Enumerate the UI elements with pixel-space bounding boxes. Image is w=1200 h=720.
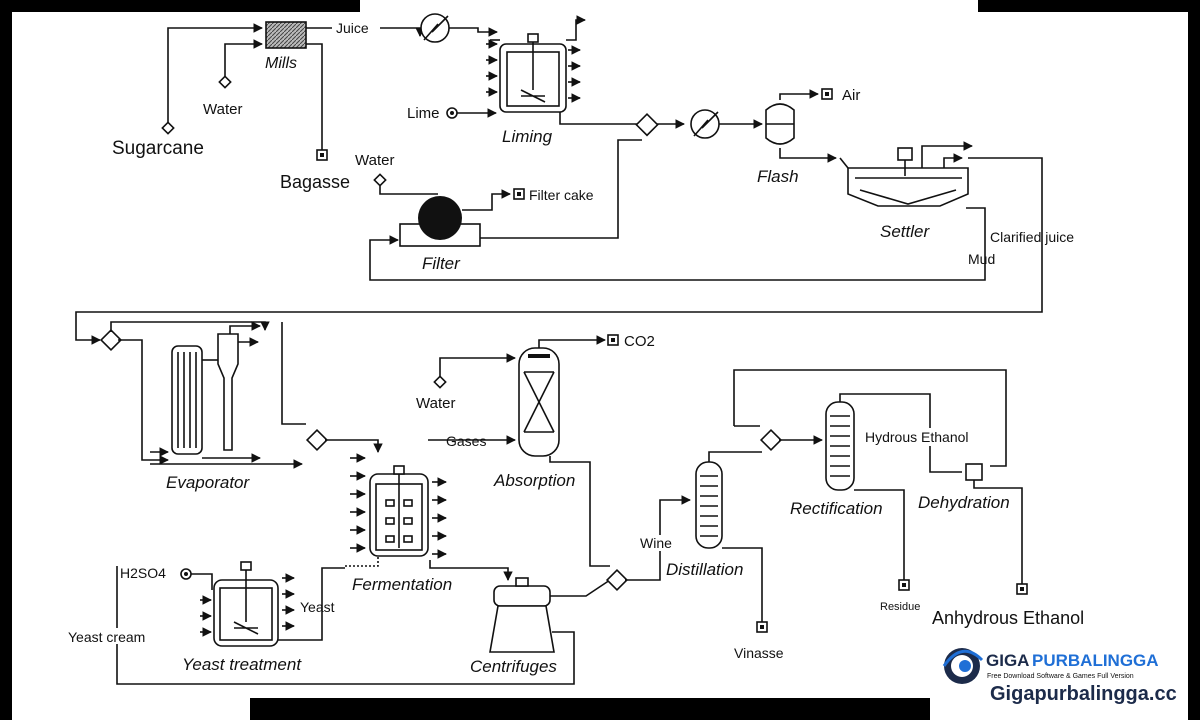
distillation-label: Distillation bbox=[666, 560, 743, 579]
centrifuges-unit: Centrifuges bbox=[470, 577, 611, 676]
gases-stream: Gases bbox=[428, 433, 516, 449]
water-mills-label: Water bbox=[203, 101, 242, 118]
filter-drum-icon bbox=[418, 196, 462, 240]
rectification-unit: Residue Hydrous Ethanol Rectification bbox=[790, 393, 998, 613]
water-mills-feed: Water bbox=[203, 39, 263, 118]
brand-tagline: Free Download Software & Games Full Vers… bbox=[987, 673, 1134, 680]
lime-feed: Lime bbox=[407, 105, 497, 122]
juice-label: Juice bbox=[336, 20, 369, 36]
h2so4-label: H2SO4 bbox=[120, 565, 166, 581]
rectification-label: Rectification bbox=[790, 499, 883, 518]
vinasse-label: Vinasse bbox=[734, 645, 784, 661]
lime-label: Lime bbox=[407, 105, 440, 122]
sugarcane-feed: Sugarcane bbox=[112, 23, 263, 159]
juice-stream: Juice bbox=[306, 19, 425, 37]
mud-label: Mud bbox=[968, 251, 995, 267]
mixer-4: Wine bbox=[605, 495, 691, 592]
liming-label: Liming bbox=[502, 127, 553, 146]
centrifuges-label: Centrifuges bbox=[470, 657, 557, 676]
dehydration-label: Dehydration bbox=[918, 493, 1010, 512]
yeast-cream-label: Yeast cream bbox=[68, 629, 145, 645]
water-filter-label: Water bbox=[355, 152, 394, 169]
dehydration-unit: Anhydrous Ethanol Dehydration bbox=[918, 463, 1084, 628]
flash-label: Flash bbox=[757, 167, 799, 186]
centrifuge-icon bbox=[493, 585, 551, 607]
mixer-icon bbox=[635, 112, 659, 137]
gases-label: Gases bbox=[446, 433, 486, 449]
fermentation-label: Fermentation bbox=[352, 575, 452, 594]
heater-2 bbox=[690, 109, 763, 139]
brand-name-part1: GIGA bbox=[986, 651, 1029, 670]
evaporator-unit: Evaporator bbox=[150, 321, 303, 492]
mills-label: Mills bbox=[265, 55, 297, 72]
evaporator-icon bbox=[171, 345, 203, 455]
mixer-1 bbox=[635, 112, 685, 137]
fermentation-unit: Fermentation bbox=[345, 453, 513, 594]
mills-icon bbox=[265, 21, 307, 49]
liming-unit: Liming bbox=[486, 15, 640, 146]
filter-label: Filter bbox=[422, 254, 461, 273]
yeast-label: Yeast bbox=[300, 599, 335, 615]
clarified-juice-label: Clarified juice bbox=[990, 229, 1074, 245]
mills-unit: Mills bbox=[265, 21, 307, 72]
bagasse-label: Bagasse bbox=[280, 172, 350, 192]
water-absorption-label: Water bbox=[416, 395, 455, 412]
mixer-5 bbox=[733, 369, 1007, 467]
settler-unit: Settler Clarified juice Mud bbox=[75, 141, 1074, 345]
distillation-unit: Vinasse Distillation bbox=[666, 451, 784, 661]
settler-label: Settler bbox=[880, 222, 930, 241]
flash-unit: Air Flash bbox=[757, 87, 860, 186]
yeast-treatment-unit: H2SO4 Yeast Yeast cream Yeast treatment bbox=[62, 561, 575, 685]
absorption-label: Absorption bbox=[493, 471, 575, 490]
evaporator-label: Evaporator bbox=[166, 473, 250, 492]
co2-label: CO2 bbox=[624, 333, 655, 350]
hydrous-ethanol-label: Hydrous Ethanol bbox=[865, 429, 969, 445]
settler-icon bbox=[847, 167, 969, 207]
anhydrous-ethanol-label: Anhydrous Ethanol bbox=[932, 608, 1084, 628]
absorption-unit: CO2 Water Absorption bbox=[416, 333, 655, 567]
heater-1 bbox=[420, 13, 498, 43]
mixer-3 bbox=[281, 322, 383, 453]
bagasse-output: Bagasse bbox=[280, 43, 350, 192]
filter-cake-label: Filter cake bbox=[529, 187, 594, 203]
distillation-column-icon bbox=[695, 461, 723, 549]
watermark: GIGA PURBALINGGA Free Download Software … bbox=[930, 640, 1188, 720]
yeast-treatment-label: Yeast treatment bbox=[182, 655, 302, 674]
mixer-2 bbox=[99, 321, 270, 465]
dehydration-icon bbox=[965, 463, 983, 481]
residue-label: Residue bbox=[880, 601, 920, 613]
wine-label: Wine bbox=[640, 535, 672, 551]
sugarcane-label: Sugarcane bbox=[112, 138, 204, 159]
air-label: Air bbox=[842, 87, 860, 104]
brand-name-part2: PURBALINGGA bbox=[1032, 651, 1159, 670]
brand-logo-icon bbox=[942, 648, 984, 684]
filter-unit: Water Filter cake Filter bbox=[355, 139, 642, 273]
brand-url: Gigapurbalingga.cc bbox=[990, 683, 1177, 705]
